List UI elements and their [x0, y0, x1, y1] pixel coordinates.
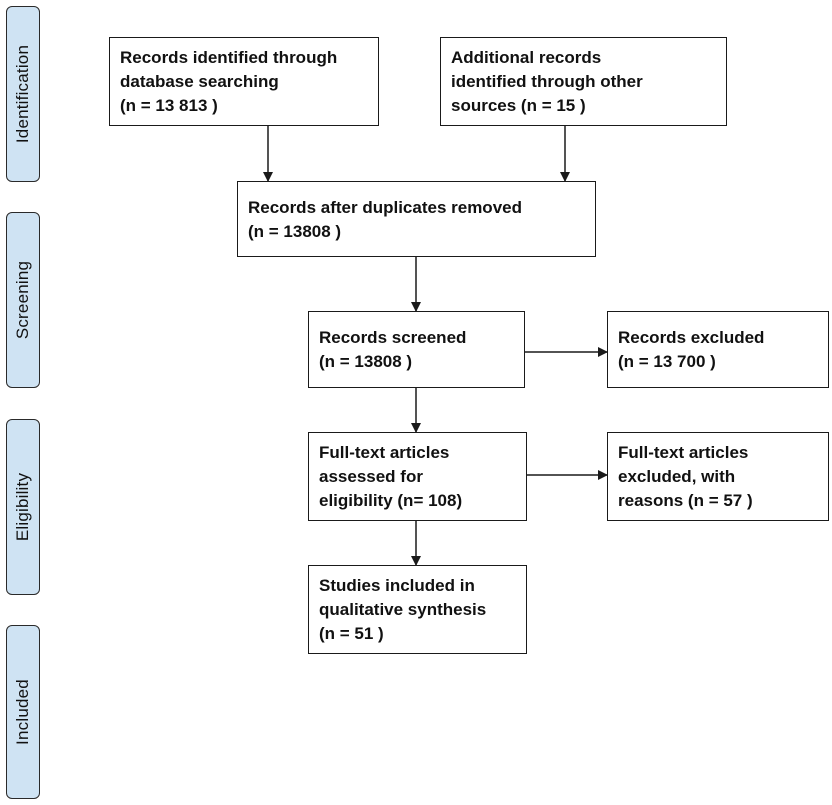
database-records-line-2: database searching: [120, 72, 279, 91]
box-database-records: Records identified through database sear…: [109, 37, 379, 126]
duplicates-removed-line-2: (n = 13808 ): [248, 222, 342, 241]
studies-included-line-1: Studies included in: [319, 576, 475, 595]
studies-included-line-2: qualitative synthesis: [319, 600, 487, 619]
records-excluded-line-1: Records excluded: [618, 328, 765, 347]
duplicates-removed-line-1: Records after duplicates removed: [248, 198, 522, 217]
fulltext-assessed-line-2: assessed for: [319, 467, 423, 486]
records-excluded-line-2: (n = 13 700 ): [618, 352, 716, 371]
studies-included-line-3: (n = 51 ): [319, 624, 384, 643]
box-records-excluded: Records excluded (n = 13 700 ): [607, 311, 829, 388]
fulltext-excluded-line-3: reasons (n = 57 ): [618, 491, 753, 510]
records-screened-line-1: Records screened: [319, 328, 467, 347]
box-duplicates-removed: Records after duplicates removed (n = 13…: [237, 181, 596, 257]
fulltext-excluded-line-1: Full-text articles: [618, 443, 749, 462]
fulltext-excluded-line-2: excluded, with: [618, 467, 736, 486]
fulltext-assessed-line-3: eligibility (n= 108): [319, 491, 463, 510]
phase-identification: Identification: [6, 6, 40, 182]
additional-records-line-3: sources (n = 15 ): [451, 96, 586, 115]
box-fulltext-excluded: Full-text articles excluded, with reason…: [607, 432, 829, 521]
phase-screening: Screening: [6, 212, 40, 388]
phase-included: Included: [6, 625, 40, 799]
database-records-line-3: (n = 13 813 ): [120, 96, 218, 115]
box-records-screened: Records screened (n = 13808 ): [308, 311, 525, 388]
box-studies-included: Studies included in qualitative synthesi…: [308, 565, 527, 654]
phase-eligibility: Eligibility: [6, 419, 40, 595]
box-fulltext-assessed: Full-text articles assessed for eligibil…: [308, 432, 527, 521]
additional-records-line-2: identified through other: [451, 72, 643, 91]
fulltext-assessed-line-1: Full-text articles: [319, 443, 450, 462]
database-records-line-1: Records identified through: [120, 48, 338, 67]
box-additional-records: Additional records identified through ot…: [440, 37, 727, 126]
additional-records-line-1: Additional records: [451, 48, 602, 67]
records-screened-line-2: (n = 13808 ): [319, 352, 413, 371]
